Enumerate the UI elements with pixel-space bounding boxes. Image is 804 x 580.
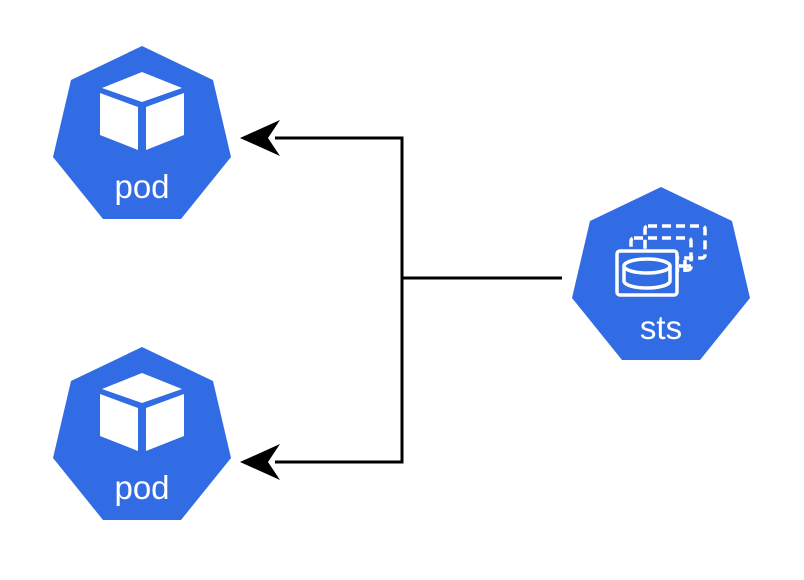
connectors bbox=[240, 120, 562, 480]
arrowhead-pod-bottom bbox=[240, 444, 280, 480]
connector-sts-to-pod-bottom bbox=[275, 278, 404, 464]
statefulset-icon bbox=[615, 224, 707, 297]
arrowhead-pod-top bbox=[240, 120, 280, 156]
cube-icon bbox=[100, 72, 184, 150]
sts-node[interactable]: sts bbox=[572, 187, 750, 360]
heptagon-shape bbox=[53, 46, 231, 219]
pod-node-top[interactable]: pod bbox=[53, 46, 231, 219]
pod-label: pod bbox=[114, 168, 169, 205]
connector-sts-to-pod-top bbox=[275, 136, 562, 280]
pod-node-bottom[interactable]: pod bbox=[53, 347, 231, 520]
heptagon-shape bbox=[53, 347, 231, 520]
pod-label: pod bbox=[114, 469, 169, 506]
sts-label: sts bbox=[640, 309, 682, 346]
cube-icon bbox=[100, 373, 184, 451]
